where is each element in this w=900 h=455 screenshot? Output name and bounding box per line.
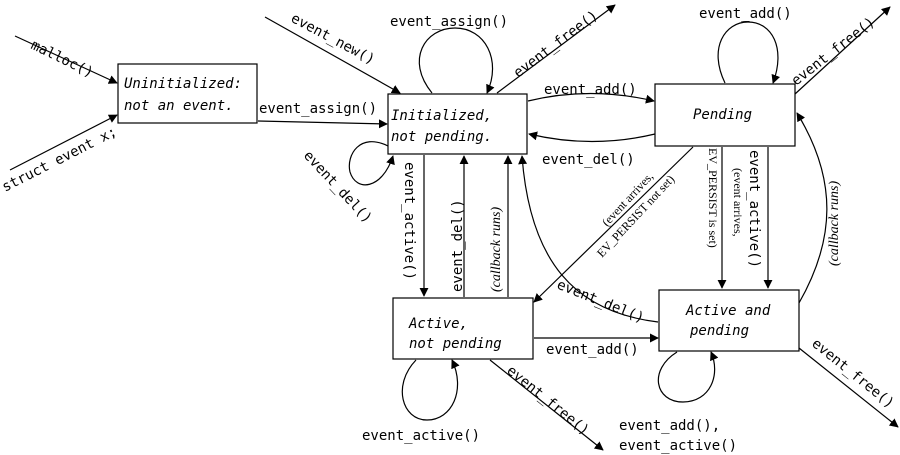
edge-struct-event-label: struct event x; (0, 124, 119, 196)
edge-event-free-pending: event_free() (789, 6, 891, 95)
edge-event-add-active-ap: event_add() (534, 333, 659, 358)
edge-event-add-init-pending-label: event_add() (544, 82, 637, 98)
edge-event-active-init: event_active() (401, 155, 429, 297)
edge-event-new: event_new() (264, 10, 401, 94)
edge-event-free-init: event_free() (496, 4, 616, 94)
edge-event-add-active-ap-label: event_add() (546, 342, 639, 358)
edge-event-arrives-persist: (event arrives, EV_PERSIST is set) (706, 147, 745, 289)
state-active: Active, not pending (392, 297, 534, 360)
state-initialized: Initialized, not pending. (387, 93, 528, 155)
edge-callback-runs-active: (callback runs) (489, 155, 513, 297)
edge-event-add-active-loop: event_add(), event_active() (619, 351, 737, 454)
edge-event-assign: event_assign() (257, 101, 388, 129)
edge-event-free-ap: event_free() (798, 336, 899, 428)
edge-event-add-loop: event_add() (699, 6, 792, 84)
edge-event-add-init-pending: event_add() (527, 82, 655, 104)
edge-malloc: malloc() (14, 35, 118, 84)
edge-event-assign-loop: event_assign() (390, 14, 508, 94)
edge-event-del-active-init: event_del() (450, 155, 469, 297)
state-active-pending: Active and pending (658, 289, 800, 352)
edge-event-free-active-label: event_free() (503, 363, 592, 439)
edge-event-free-init-label: event_free() (511, 8, 601, 82)
edge-event-arrives-persist-line1: (event arrives, (731, 168, 745, 237)
edge-event-del-active-init-label: event_del() (450, 199, 466, 292)
edge-event-active-init-label: event_active() (401, 162, 417, 280)
edge-event-free-ap-label: event_free() (808, 336, 897, 412)
state-uninitialized: Uninitialized: not an event. (117, 63, 258, 124)
edge-event-active-loop-label: event_active() (362, 428, 480, 444)
state-active-pending-line2: pending (689, 323, 749, 339)
edge-event-del-pending-init-label: event_del() (542, 152, 635, 168)
edge-event-active-pending: event_active() (746, 147, 773, 289)
state-active-line2: not pending (409, 336, 502, 352)
state-active-line1: Active, (408, 316, 468, 332)
edge-malloc-label: malloc() (28, 37, 96, 81)
edge-event-active-loop: event_active() (362, 359, 480, 444)
edge-callback-runs-ap: (callback runs) (796, 112, 842, 304)
edge-event-free-active: event_free() (489, 359, 604, 451)
edge-event-active-pending-label: event_active() (746, 150, 762, 268)
edge-callback-runs-active-label: (callback runs) (489, 207, 504, 292)
edge-event-del-loop: event_del() (300, 141, 395, 227)
state-initialized-line1: Initialized, (391, 108, 492, 124)
state-pending-line1: Pending (693, 107, 752, 123)
state-initialized-line2: not pending. (391, 129, 492, 145)
edge-struct-event: struct event x; (0, 114, 119, 196)
edge-event-add-active-loop-line1: event_add(), (619, 418, 720, 434)
state-pending: Pending (654, 83, 796, 147)
state-uninitialized-line1: Uninitialized: (124, 76, 242, 92)
edge-event-arrives-persist-line2: EV_PERSIST is set) (706, 148, 720, 248)
edge-event-del-loop-label: event_del() (300, 148, 375, 227)
edge-event-free-pending-label: event_free() (789, 14, 879, 89)
edge-event-assign-label: event_assign() (259, 101, 377, 117)
edge-event-del-pending-init: event_del() (528, 131, 656, 168)
edge-event-new-label: event_new() (288, 10, 377, 68)
edge-event-add-active-loop-line2: event_active() (619, 438, 737, 454)
state-active-pending-line1: Active and (685, 303, 771, 319)
edge-event-assign-loop-label: event_assign() (390, 14, 508, 30)
edge-callback-runs-ap-label: (callback runs) (827, 181, 842, 266)
edge-event-arrives-nopersist: (event arrives, EV_PERSIST not set) (533, 146, 694, 303)
edge-event-add-loop-label: event_add() (699, 6, 792, 22)
state-uninitialized-line2: not an event. (124, 98, 234, 114)
edge-event-del-ap-label: event_del() (555, 277, 647, 327)
